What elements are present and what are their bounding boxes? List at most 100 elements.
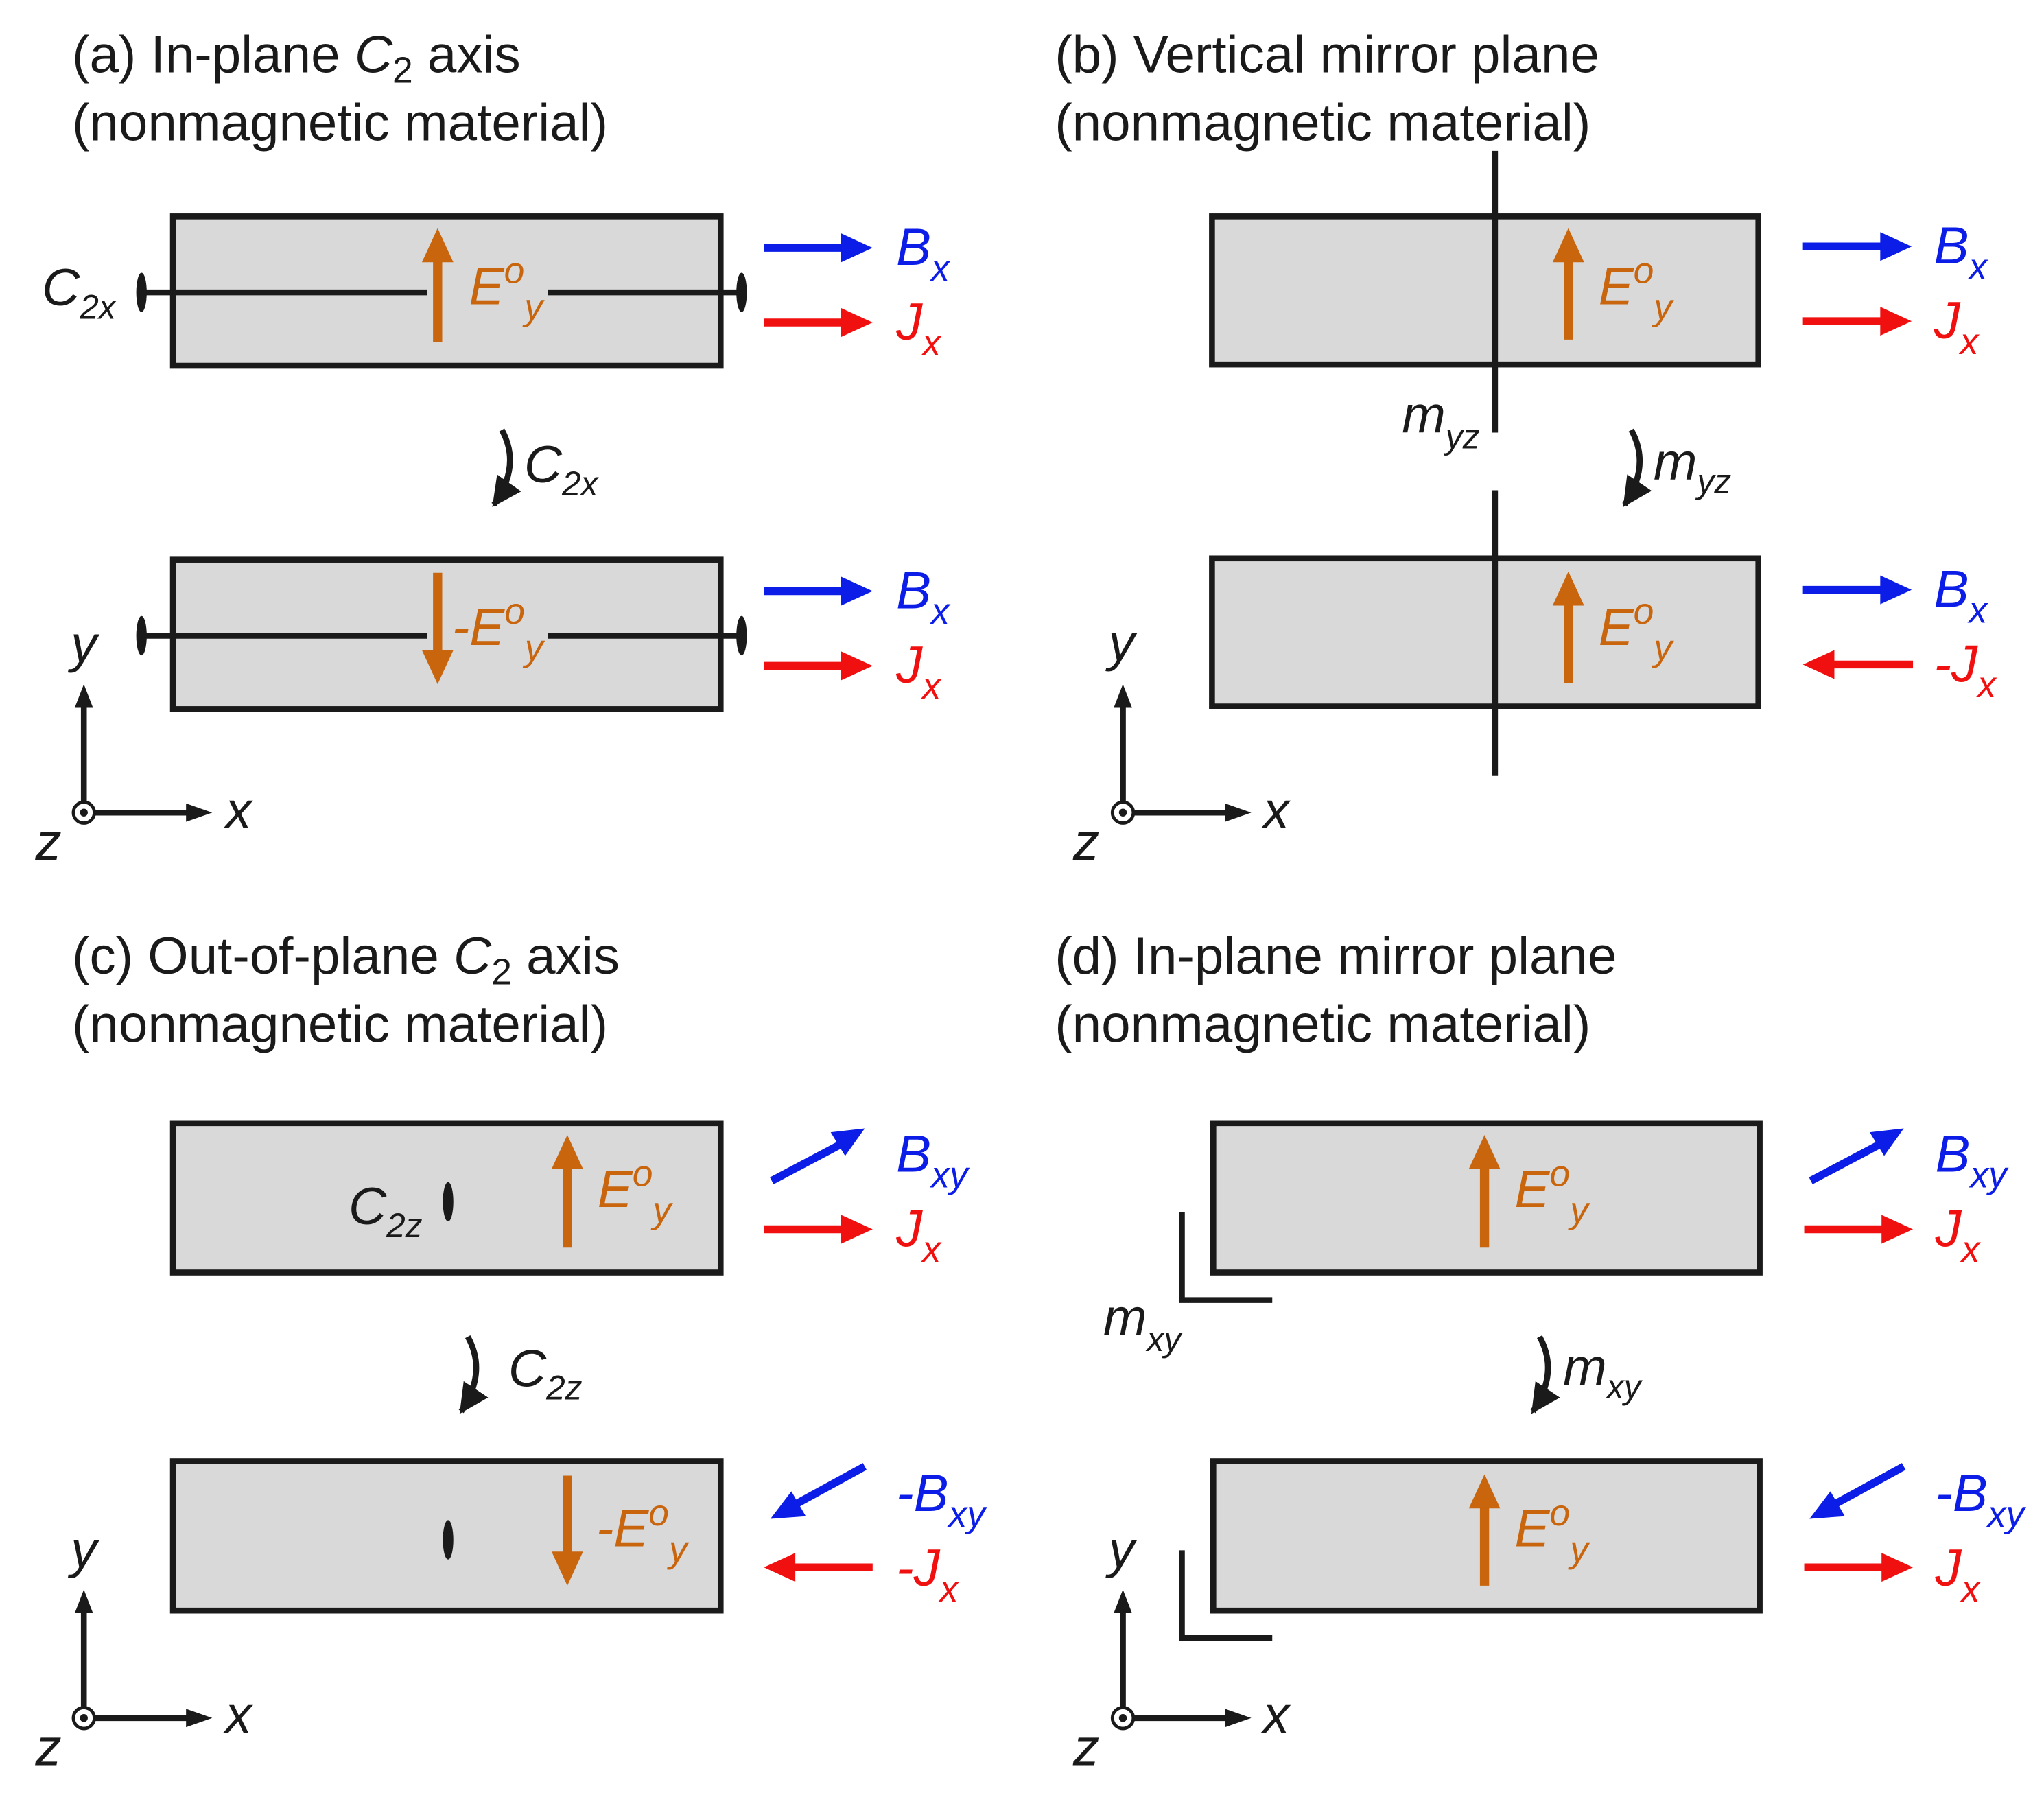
y-axis-label: y xyxy=(1105,614,1138,672)
b-field-arrowhead xyxy=(1880,575,1912,605)
b-field-label: -Bxy xyxy=(896,1464,987,1535)
twofold-axis-symbol xyxy=(736,615,747,656)
x-axis-label: x xyxy=(1260,1686,1291,1744)
coordinate-axes: y x z xyxy=(1072,1521,1291,1776)
b-field-label: -Bxy xyxy=(1936,1464,2027,1535)
twofold-axis-symbol xyxy=(443,1182,454,1222)
e-field-label: Eoy xyxy=(598,1153,674,1230)
z-axis-label: z xyxy=(1072,813,1099,871)
b-field-arrowhead xyxy=(830,1128,865,1156)
b-field-label: Bx xyxy=(896,218,951,289)
c2x-axis-label: C2x xyxy=(42,259,117,326)
panel-d: (d) In-plane mirror plane (nonmagnetic m… xyxy=(1055,927,2026,1776)
e-field-arrowhead xyxy=(421,228,454,263)
operation-arrow xyxy=(458,1335,489,1414)
b-field-arrowhead xyxy=(770,1491,806,1519)
panel-b-title-line2: (nonmagnetic material) xyxy=(1055,94,1590,152)
panel-a-title-line1: (a) In-plane C2 axis xyxy=(72,25,521,91)
e-field-arrowhead xyxy=(1468,1135,1501,1169)
b-field-arrow xyxy=(1832,1463,1906,1508)
twofold-axis-symbol xyxy=(136,615,147,656)
b-field-label: Bx xyxy=(1934,217,1989,288)
z-axis-label: z xyxy=(35,813,62,871)
slab-bottom xyxy=(1209,555,1762,710)
y-axis-label: y xyxy=(67,1521,100,1579)
mirror-plane-label: myz xyxy=(1402,386,1479,456)
e-field-arrowhead xyxy=(1552,571,1584,606)
panel-c: (c) Out-of-plane C2 axis (nonmagnetic ma… xyxy=(35,927,988,1776)
current-label: Jx xyxy=(895,293,942,364)
e-field-label: -Eoy xyxy=(452,591,545,668)
current-label: Jx xyxy=(895,636,942,707)
current-label: Jx xyxy=(895,1199,942,1270)
x-axis-label: x xyxy=(222,782,253,840)
b-field-label: Bx xyxy=(896,561,951,632)
coordinate-axes: y x z xyxy=(1072,614,1291,871)
twofold-axis-symbol xyxy=(736,272,747,312)
e-field-arrowhead xyxy=(421,650,454,685)
b-field-arrowhead xyxy=(841,233,873,263)
current-arrowhead xyxy=(841,308,873,338)
operation-arrow xyxy=(491,428,521,507)
current-label: Jx xyxy=(1935,1199,1982,1270)
slab-top xyxy=(1209,213,1762,368)
panel-a: (a) In-plane C2 axis (nonmagnetic materi… xyxy=(35,25,952,871)
panel-d-title-line2: (nonmagnetic material) xyxy=(1055,995,1590,1053)
b-field-arrowhead xyxy=(841,576,873,606)
current-label: Jx xyxy=(1934,292,1980,362)
e-field-label: -Eoy xyxy=(596,1493,690,1570)
e-field-label: Eoy xyxy=(1515,1153,1591,1230)
z-axis-label: z xyxy=(1072,1719,1099,1777)
b-field-arrow xyxy=(793,1463,867,1508)
panel-c-title-line2: (nonmagnetic material) xyxy=(72,995,608,1053)
operation-label: mxy xyxy=(1563,1339,1643,1406)
e-field-arrowhead xyxy=(551,1551,583,1586)
panel-a-title-line2: (nonmagnetic material) xyxy=(72,94,608,152)
b-field-arrowhead xyxy=(1870,1128,1904,1156)
twofold-axis-symbol xyxy=(443,1520,454,1560)
y-axis-label: y xyxy=(67,615,100,674)
operation-arrow xyxy=(1622,428,1652,508)
z-axis-label: z xyxy=(35,1719,62,1777)
b-field-arrow xyxy=(770,1140,843,1184)
panel-d-title-line1: (d) In-plane mirror plane xyxy=(1055,927,1617,985)
x-axis-label: x xyxy=(1260,782,1291,840)
current-arrowhead xyxy=(1881,1215,1914,1244)
b-field-arrowhead xyxy=(1880,232,1912,261)
mirror-plane-bracket xyxy=(1179,1550,1273,1641)
b-field-arrow xyxy=(1809,1140,1882,1184)
current-arrowhead xyxy=(841,1215,873,1244)
current-arrowhead xyxy=(1881,1553,1914,1582)
e-field-arrowhead xyxy=(1468,1474,1501,1509)
panel-b-title-line1: (b) Vertical mirror plane xyxy=(1055,25,1599,84)
operation-label: myz xyxy=(1654,433,1731,500)
mirror-plane-bracket xyxy=(1179,1212,1273,1303)
y-axis-label: y xyxy=(1105,1521,1138,1579)
e-field-label: Eoy xyxy=(1599,591,1675,668)
coordinate-axes: y x z xyxy=(35,1521,254,1776)
b-field-label: Bxy xyxy=(896,1125,970,1195)
operation-arrow xyxy=(1530,1335,1560,1414)
current-label: -Jx xyxy=(1934,635,1998,705)
x-axis-label: x xyxy=(222,1686,253,1744)
current-arrowhead xyxy=(764,1553,796,1582)
current-arrowhead xyxy=(1802,650,1835,679)
panel-c-title-line1: (c) Out-of-plane C2 axis xyxy=(72,927,620,992)
current-arrowhead xyxy=(1880,307,1912,336)
b-field-arrowhead xyxy=(1809,1491,1845,1519)
operation-label: C2z xyxy=(508,1340,583,1407)
current-label: -Jx xyxy=(896,1539,960,1610)
coordinate-axes: y x z xyxy=(35,615,254,871)
mirror-plane-label: mxy xyxy=(1103,1289,1183,1359)
e-field-label: Eoy xyxy=(1599,251,1675,328)
operation-label: C2x xyxy=(524,436,600,503)
e-field-label: Eoy xyxy=(1515,1493,1591,1570)
twofold-axis-symbol xyxy=(136,272,147,312)
e-field-label: Eoy xyxy=(469,251,545,328)
e-field-arrowhead xyxy=(551,1135,583,1169)
c2z-axis-label: C2z xyxy=(349,1177,423,1245)
b-field-label: Bxy xyxy=(1936,1125,2010,1195)
panel-b: (b) Vertical mirror plane (nonmagnetic m… xyxy=(1055,25,1997,871)
b-field-label: Bx xyxy=(1934,560,1989,631)
